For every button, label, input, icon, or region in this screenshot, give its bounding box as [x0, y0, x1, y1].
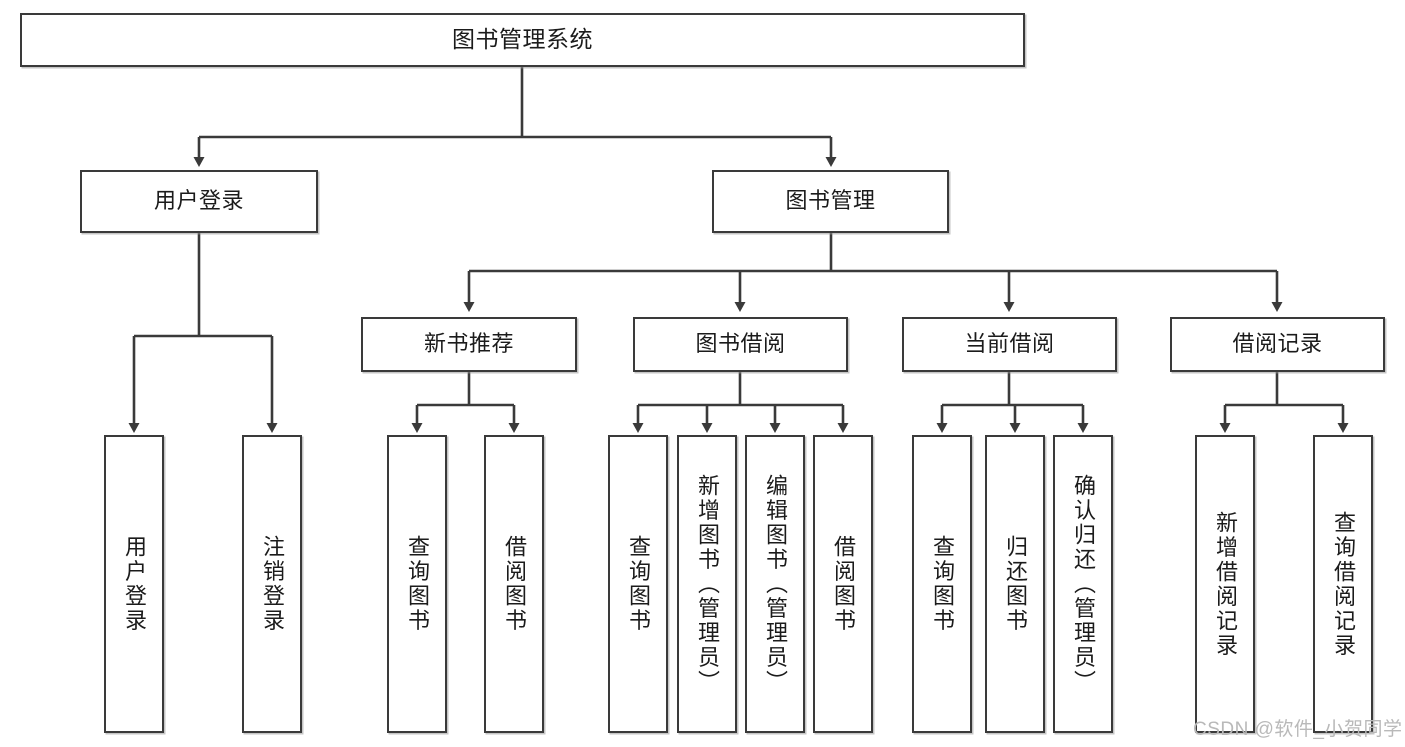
leaf-user-logout[interactable]: 注销登录: [242, 435, 302, 733]
node-label: 借阅图书: [830, 535, 856, 633]
node-label: 借阅记录: [1232, 331, 1323, 357]
node-label: 当前借阅: [964, 331, 1055, 357]
leaf-recommend-borrow-book[interactable]: 借阅图书: [484, 435, 544, 733]
node-label: 查询图书: [625, 535, 651, 633]
leaf-borrow-add-book-admin[interactable]: 新增图书（管理员）: [677, 435, 737, 733]
leaf-current-query-book[interactable]: 查询图书: [912, 435, 972, 733]
node-label: 查询图书: [404, 535, 430, 633]
node-label: 用户登录: [121, 535, 147, 633]
leaf-current-confirm-return-admin[interactable]: 确认归还（管理员）: [1053, 435, 1113, 733]
node-label: 新书推荐: [423, 331, 514, 357]
leaf-borrow-query-book[interactable]: 查询图书: [608, 435, 668, 733]
leaf-record-add-borrow-record[interactable]: 新增借阅记录: [1195, 435, 1255, 733]
node-label: 查询图书: [929, 535, 955, 633]
node-root-system[interactable]: 图书管理系统: [20, 13, 1025, 67]
leaf-current-return-book[interactable]: 归还图书: [985, 435, 1045, 733]
node-borrow-record[interactable]: 借阅记录: [1170, 317, 1385, 372]
node-label: 新增图书（管理员）: [694, 473, 720, 695]
node-label: 新增借阅记录: [1212, 510, 1238, 658]
node-new-book-recommend[interactable]: 新书推荐: [361, 317, 577, 372]
node-current-borrow[interactable]: 当前借阅: [902, 317, 1117, 372]
node-book-borrow[interactable]: 图书借阅: [633, 317, 848, 372]
node-label: 确认归还（管理员）: [1070, 473, 1096, 695]
leaf-record-query-borrow-record[interactable]: 查询借阅记录: [1313, 435, 1373, 733]
node-label: 图书管理: [785, 188, 876, 214]
node-label: 编辑图书（管理员）: [762, 473, 788, 695]
leaf-recommend-query-book[interactable]: 查询图书: [387, 435, 447, 733]
node-label: 图书借阅: [695, 331, 786, 357]
leaf-borrow-edit-book-admin[interactable]: 编辑图书（管理员）: [745, 435, 805, 733]
node-label: 用户登录: [153, 188, 244, 214]
node-label: 图书管理系统: [452, 26, 593, 53]
node-label: 归还图书: [1002, 535, 1028, 633]
node-label: 借阅图书: [501, 535, 527, 633]
node-user-login[interactable]: 用户登录: [80, 170, 318, 233]
leaf-user-login[interactable]: 用户登录: [104, 435, 164, 733]
node-label: 注销登录: [259, 535, 285, 633]
leaf-borrow-borrow-book[interactable]: 借阅图书: [813, 435, 873, 733]
node-book-management[interactable]: 图书管理: [712, 170, 949, 233]
node-label: 查询借阅记录: [1330, 510, 1356, 658]
watermark-text: CSDN @软件_小贺同学: [1193, 719, 1403, 740]
